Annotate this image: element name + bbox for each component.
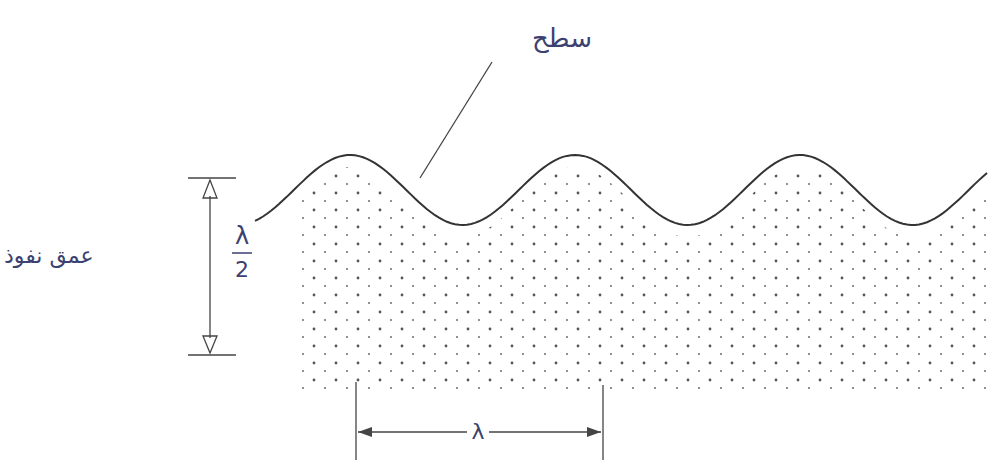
wave-surface (255, 155, 987, 225)
surface-label: سطح (532, 24, 592, 53)
dimension-tick (602, 385, 603, 460)
arrow-head (203, 180, 217, 198)
dimension-tick (188, 354, 236, 355)
fluid-dots (300, 120, 988, 392)
arrow-head (358, 427, 372, 437)
fraction-numerator: λ (235, 223, 249, 249)
fraction-denominator: 2 (235, 258, 249, 282)
dimension-tick (355, 382, 356, 460)
wavelength-label: λ (467, 420, 488, 444)
fraction-bar (232, 252, 252, 254)
leader-line (420, 62, 492, 178)
arrow-head (203, 336, 217, 353)
dimension-line (209, 196, 210, 338)
arrow-head (587, 427, 601, 437)
dimension-tick (188, 177, 236, 178)
depth-label: عمق نفوذ (4, 244, 94, 268)
